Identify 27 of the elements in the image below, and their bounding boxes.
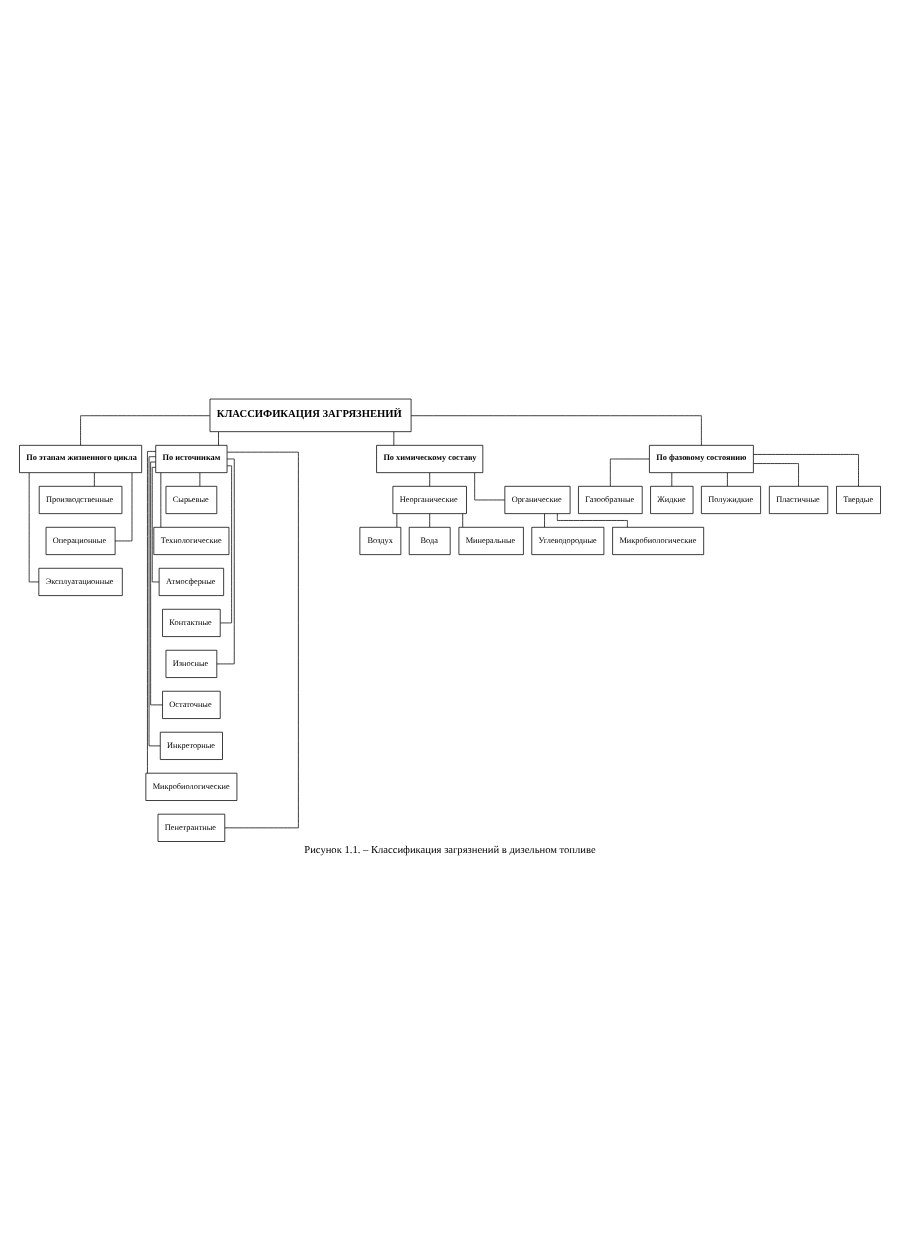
connector	[151, 466, 160, 583]
connector	[218, 431, 219, 446]
connector	[544, 513, 545, 528]
connector	[396, 513, 398, 528]
connector	[94, 472, 95, 487]
connector	[753, 454, 859, 487]
connector	[727, 472, 728, 487]
connector	[462, 513, 464, 528]
connector	[429, 513, 431, 528]
connector	[753, 463, 799, 487]
connector	[114, 472, 133, 542]
connector	[160, 472, 162, 528]
connector	[80, 415, 211, 446]
connector	[609, 458, 650, 487]
connector	[393, 431, 395, 446]
connector	[224, 451, 299, 829]
connector	[410, 415, 702, 446]
connector	[220, 465, 232, 624]
connector	[556, 513, 628, 528]
connector	[150, 461, 163, 706]
connector	[199, 472, 201, 487]
connector	[671, 472, 673, 487]
connector	[148, 456, 161, 747]
connector	[28, 472, 40, 583]
connector	[147, 451, 157, 774]
connector	[474, 472, 505, 501]
connector	[429, 472, 431, 487]
